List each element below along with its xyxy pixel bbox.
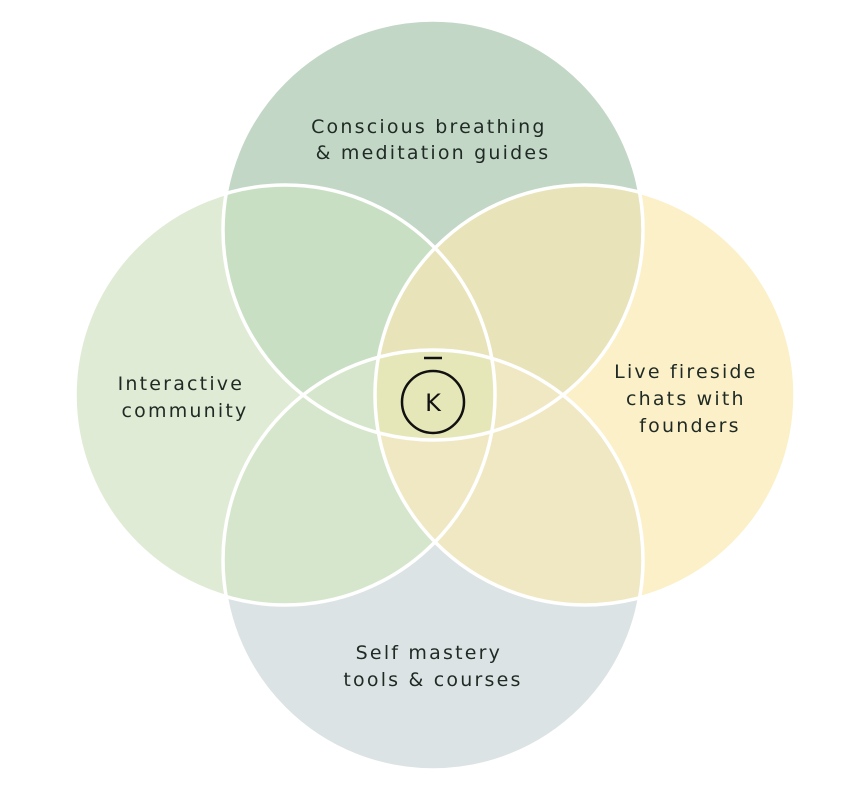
- k-logo-icon: K: [400, 356, 466, 435]
- outline-breathing: [221, 18, 645, 442]
- label-community: Interactive community: [118, 373, 253, 422]
- label-fireside: Live fireside chats with founders: [614, 361, 766, 437]
- label-breathing: Conscious breathing & meditation guides: [311, 116, 555, 164]
- outline-mastery: [221, 348, 645, 772]
- logo-letter: K: [425, 389, 442, 417]
- label-mastery: Self mastery tools & courses: [343, 642, 522, 691]
- logo-ring: [400, 369, 466, 435]
- outline-community: [73, 183, 497, 607]
- outline-fireside: [373, 183, 797, 607]
